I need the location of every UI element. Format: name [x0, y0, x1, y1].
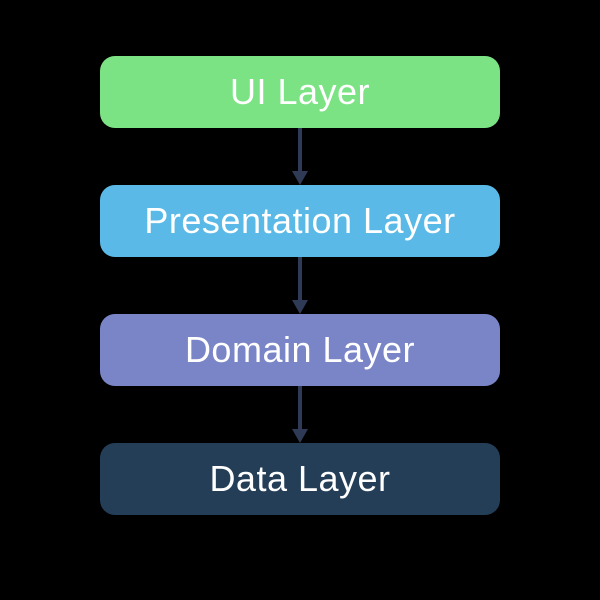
arrow-presentation-to-domain — [292, 257, 308, 314]
arrow-line — [298, 386, 302, 429]
node-data-layer: Data Layer — [100, 443, 500, 515]
arrow-head-icon — [292, 300, 308, 314]
arrow-head-icon — [292, 429, 308, 443]
arrow-ui-to-presentation — [292, 128, 308, 185]
node-domain-layer-label: Domain Layer — [184, 329, 416, 370]
arrow-head-icon — [292, 171, 308, 185]
node-ui-layer-label: UI Layer — [229, 71, 371, 112]
node-presentation-layer: Presentation Layer — [100, 185, 500, 257]
arrow-domain-to-data — [292, 386, 308, 443]
node-domain-layer: Domain Layer — [100, 314, 500, 386]
arrow-line — [298, 257, 302, 300]
node-data-layer-label: Data Layer — [209, 458, 391, 499]
node-presentation-layer-label: Presentation Layer — [144, 200, 456, 241]
arrow-line — [298, 128, 302, 171]
node-ui-layer: UI Layer — [100, 56, 500, 128]
